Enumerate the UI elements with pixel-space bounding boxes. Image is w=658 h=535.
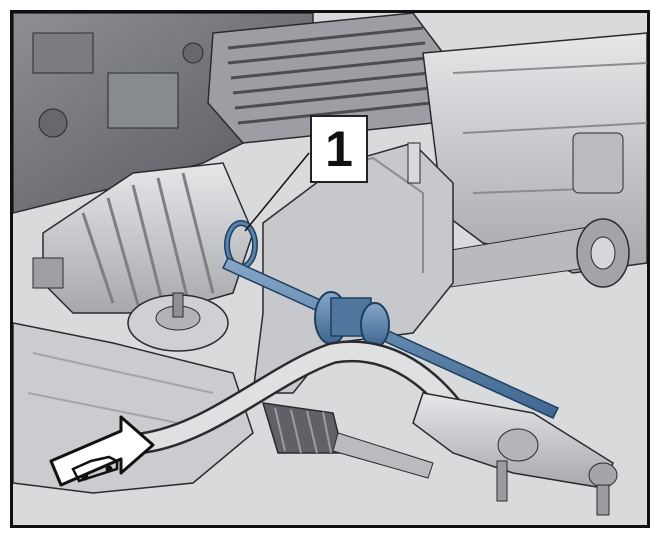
front-differential xyxy=(32,162,254,314)
callout-label: 1 xyxy=(310,115,368,183)
strut-mount xyxy=(127,292,229,352)
technical-illustration xyxy=(13,13,647,516)
axle-shaft-highlight xyxy=(221,257,560,419)
lower-control-arm xyxy=(412,392,618,516)
illustration-frame: 1 xyxy=(10,10,650,528)
steering-boot xyxy=(261,402,434,479)
vehicle-front-direction-icon xyxy=(49,415,155,487)
engine-mount-bracket xyxy=(252,142,454,394)
stabilizer-bar xyxy=(132,340,464,454)
drive-shaft xyxy=(432,218,630,289)
callout-leader-line xyxy=(244,152,310,232)
